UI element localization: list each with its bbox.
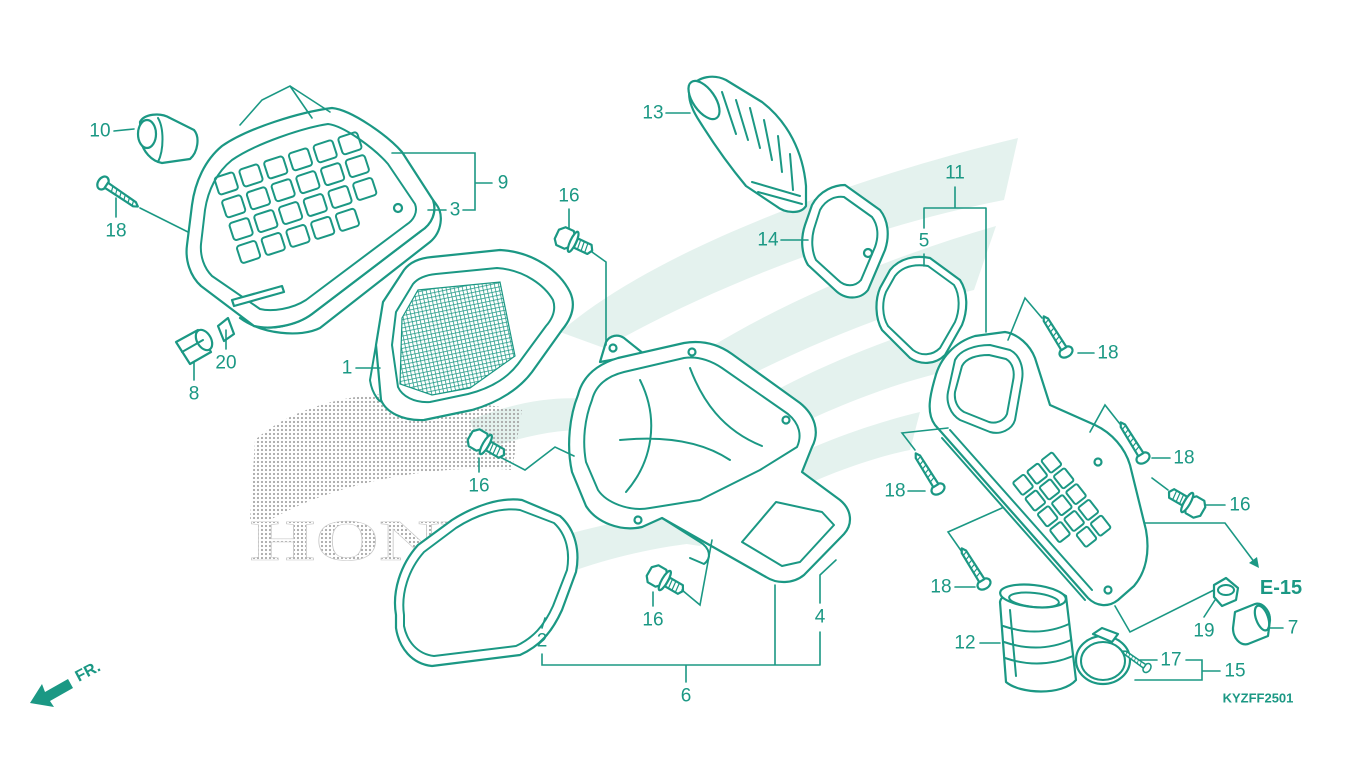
air-duct — [687, 75, 808, 214]
tube-band — [1074, 626, 1132, 686]
screw-18-center — [908, 448, 948, 499]
connecting-housing — [928, 330, 1149, 607]
callout-11: 11 — [945, 163, 965, 184]
drawing-code: KYZFF2501 — [1223, 691, 1294, 706]
bolt-16-right — [1162, 481, 1210, 523]
callout-3: 3 — [450, 200, 461, 221]
callout-7: 7 — [1288, 618, 1299, 639]
callout-15: 15 — [1224, 661, 1245, 682]
front-direction-label: FR. — [73, 658, 104, 685]
callout-14: 14 — [757, 230, 779, 251]
front-arrow-icon — [30, 679, 73, 707]
callout-8: 8 — [189, 384, 200, 405]
air-cleaner-cover — [185, 106, 442, 335]
callout-5: 5 — [919, 231, 930, 252]
callout-6: 6 — [681, 686, 692, 707]
screw-18-top-left — [93, 173, 143, 214]
callout-18: 18 — [1173, 448, 1194, 469]
callout-16: 16 — [558, 186, 579, 207]
bolt-16-top — [551, 223, 598, 262]
callout-9: 9 — [498, 173, 509, 194]
connecting-tube — [998, 583, 1078, 693]
air-cleaner-case — [568, 334, 851, 584]
callout-labels: 10 18 9 3 8 20 1 16 13 14 11 5 18 18 16 … — [89, 103, 1302, 707]
callout-13: 13 — [642, 103, 663, 124]
callout-2: 2 — [537, 631, 548, 652]
drain-plug — [174, 328, 214, 366]
drain-cap — [1212, 576, 1240, 608]
callout-10: 10 — [89, 121, 110, 142]
callout-18: 18 — [884, 481, 905, 502]
callout-16: 16 — [468, 476, 489, 497]
elbow-tube — [136, 113, 199, 165]
cover-grid — [213, 131, 378, 264]
air-filter-element — [369, 248, 574, 422]
reference-e-15: E-15 — [1260, 577, 1302, 599]
callout-20: 20 — [215, 353, 236, 374]
leader-lines — [113, 85, 1284, 683]
callout-17: 17 — [1160, 650, 1181, 671]
callout-18: 18 — [1097, 343, 1118, 364]
callout-18: 18 — [105, 221, 126, 242]
housing-grid — [1012, 451, 1112, 548]
screw-18-right-upper — [1036, 311, 1076, 362]
callout-4: 4 — [815, 607, 826, 628]
duct-seal — [801, 183, 889, 299]
callout-18: 18 — [930, 577, 951, 598]
front-direction-indicator: FR. — [30, 658, 103, 707]
gasket-2 — [393, 498, 579, 668]
callout-19: 19 — [1193, 621, 1214, 642]
bolt-16-bottom — [642, 560, 690, 602]
drain-tube — [1231, 602, 1272, 646]
callout-16: 16 — [1229, 495, 1250, 516]
callout-1: 1 — [342, 358, 353, 379]
callout-16: 16 — [642, 610, 663, 631]
callout-12: 12 — [954, 633, 975, 654]
gasket-5 — [875, 255, 968, 364]
